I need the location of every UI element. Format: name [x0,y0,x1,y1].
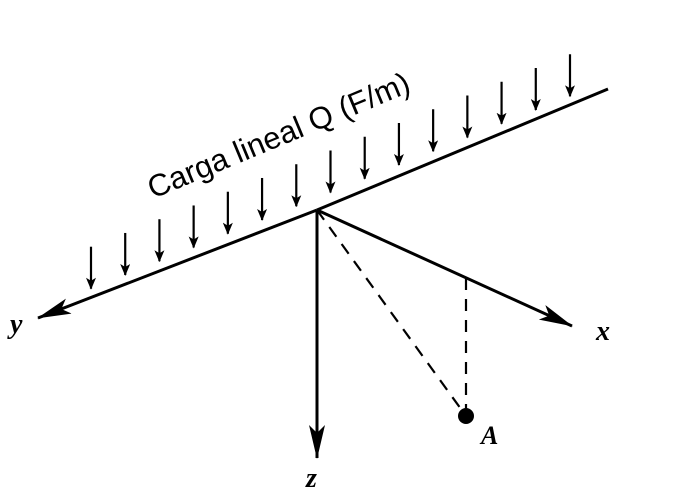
z-axis-label: z [305,463,317,494]
point-a-marker [458,408,474,424]
dashed-line-origin-to-a [316,209,467,417]
distributed-load-arrows [86,54,575,290]
load-label: Carga lineal Q (F/m) [142,65,415,205]
x-axis [316,208,573,328]
y-axis [37,208,318,320]
point-a-label: A [479,421,498,450]
load-line [316,87,609,212]
x-axis-label: x [595,316,610,347]
y-axis-label: y [7,309,23,340]
